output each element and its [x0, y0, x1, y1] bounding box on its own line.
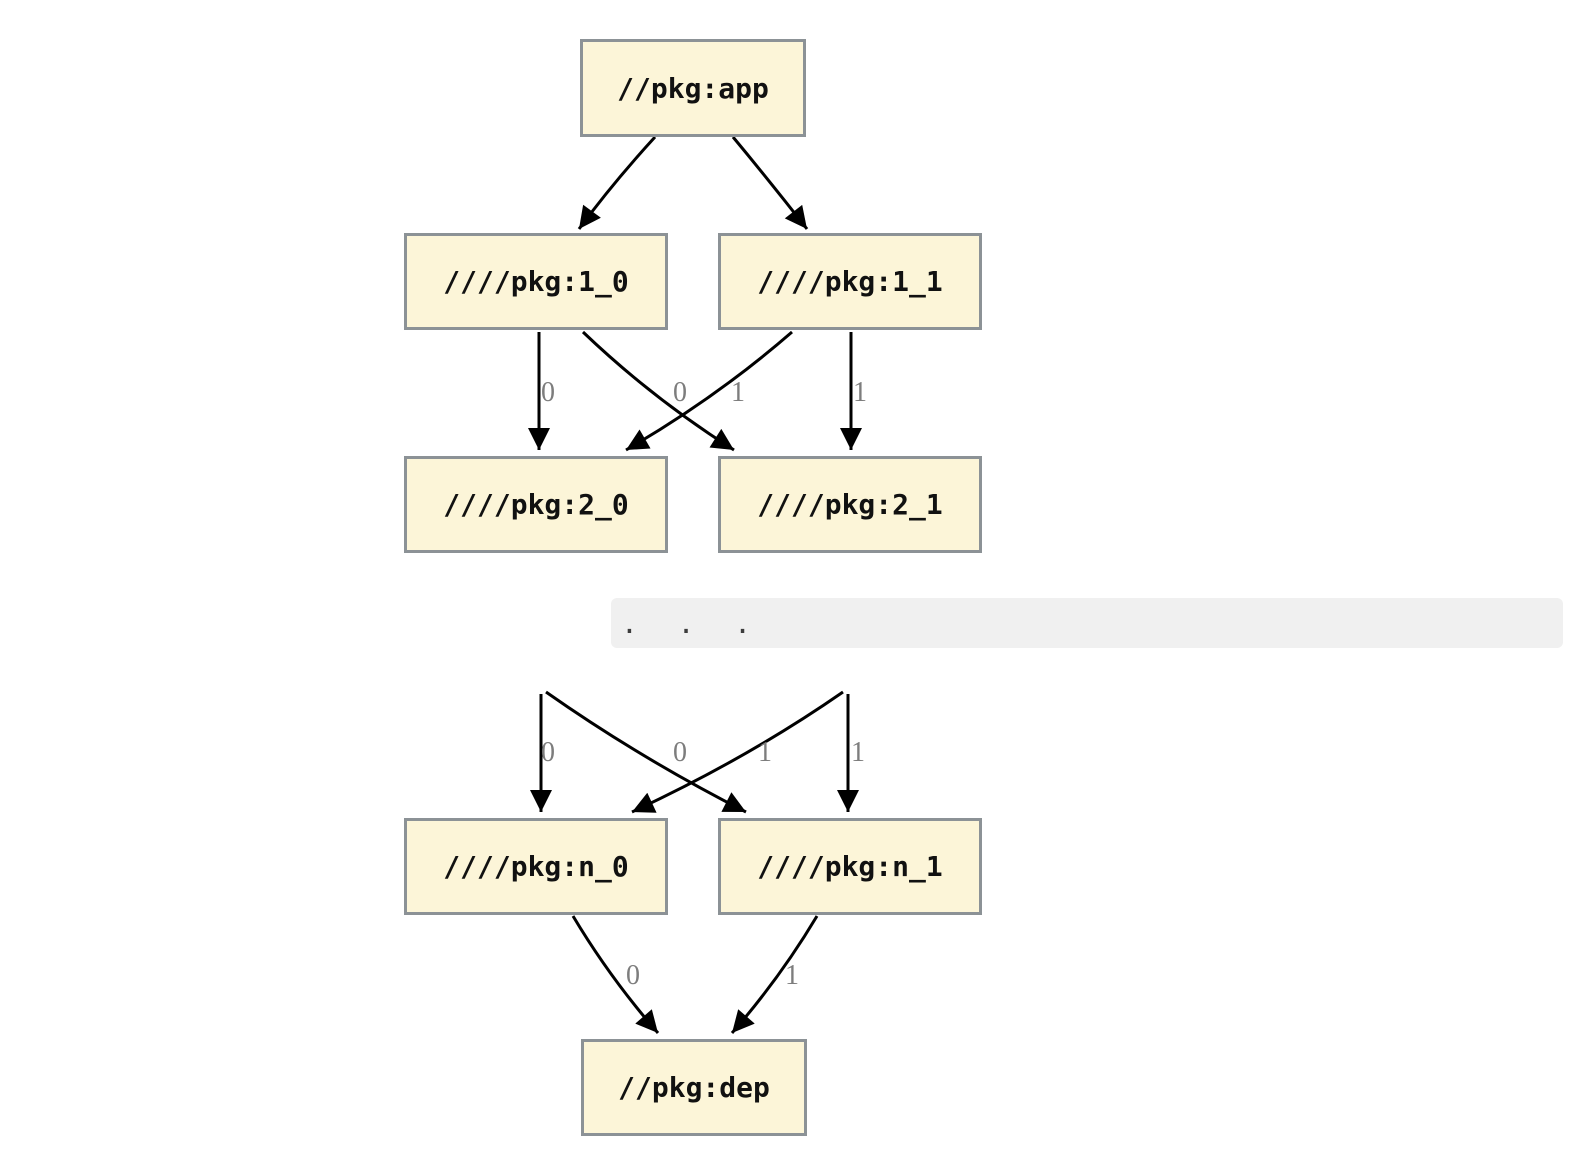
node-pkg-n_0: ////pkg:n_0 — [404, 818, 668, 915]
edge-app-to-1_0 — [577, 135, 657, 230]
node-label: //pkg:app — [617, 71, 769, 105]
node-label: //pkg:dep — [618, 1071, 770, 1104]
edge-dots-to-n_1-cross — [545, 690, 747, 814]
edge-label-1_0-2_0: 0 — [541, 377, 555, 408]
edge-label-1_1-2_1: 1 — [853, 377, 867, 408]
node-pkg-2_0: ////pkg:2_0 — [404, 456, 668, 553]
edge-label-dots-n_1-straight: 1 — [851, 737, 865, 768]
node-pkg-n_1: ////pkg:n_1 — [718, 818, 982, 915]
edge-label-n_1-dep: 1 — [785, 960, 799, 991]
node-pkg-1_1: ////pkg:1_1 — [718, 233, 982, 330]
node-label: ////pkg:n_0 — [443, 850, 629, 883]
edge-label-1_1-2_0: 0 — [673, 377, 687, 408]
edge-dots-to-n_0-cross — [631, 690, 844, 814]
node-pkg-2_1: ////pkg:2_1 — [718, 456, 982, 553]
edge-n_0-to-dep — [571, 915, 660, 1034]
edge-1_0-to-2_1 — [581, 330, 735, 452]
ellipsis-text: . . . — [621, 606, 754, 640]
edge-n_1-to-dep — [730, 915, 819, 1034]
edge-1_1-to-2_0 — [625, 330, 793, 452]
node-pkg-1_0: ////pkg:1_0 — [404, 233, 668, 330]
edge-app-to-1_1 — [731, 136, 809, 230]
edge-label-1_0-2_1: 1 — [731, 377, 745, 408]
edge-label-dots-n_0-straight: 0 — [541, 737, 555, 768]
node-label: ////pkg:n_1 — [757, 850, 943, 883]
node-pkg-app: //pkg:app — [580, 39, 806, 137]
node-pkg-dep: //pkg:dep — [581, 1039, 807, 1136]
node-label: ////pkg:2_0 — [443, 488, 629, 521]
edge-label-n_0-dep: 0 — [626, 960, 640, 991]
node-label: ////pkg:2_1 — [757, 488, 943, 521]
ellipsis-code-separator: . . . — [611, 598, 1563, 648]
edge-label-dots-n_0-cross: 0 — [673, 737, 687, 768]
node-label: ////pkg:1_1 — [757, 265, 943, 298]
node-label: ////pkg:1_0 — [443, 265, 629, 298]
edge-label-dots-n_1-cross: 1 — [758, 737, 772, 768]
